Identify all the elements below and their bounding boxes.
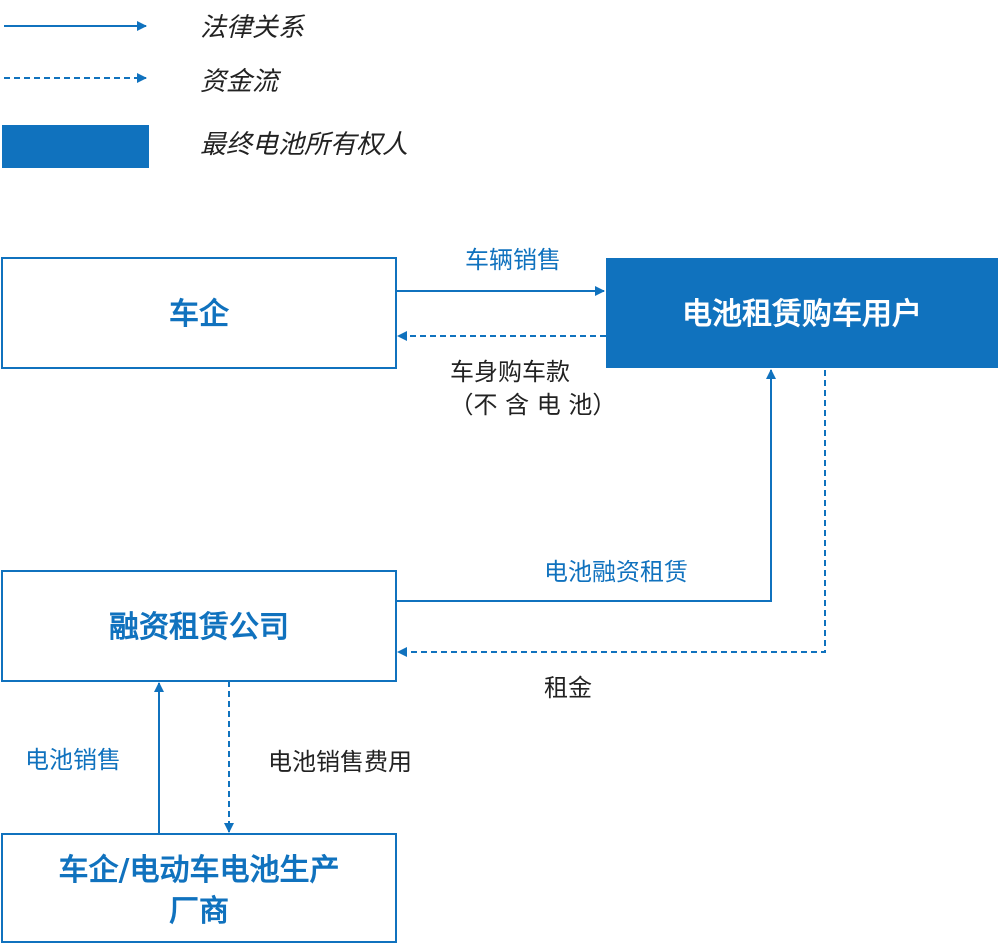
node-manufacturer-label-line2: 厂商 bbox=[169, 894, 229, 929]
node-finance-lease-company: 融资租赁公司 bbox=[1, 570, 397, 682]
node-manufacturer: 车企/电动车电池生产 厂商 bbox=[1, 833, 397, 943]
edge-battery-finance-lease bbox=[396, 369, 776, 602]
edge-battery-sales-label: 电池销售 bbox=[25, 746, 121, 774]
legend-legal-relation-label: 法律关系 bbox=[200, 13, 306, 43]
node-car-maker-label: 车企 bbox=[169, 297, 230, 332]
node-car-maker: 车企 bbox=[1, 257, 397, 369]
node-manufacturer-label-line1: 车企/电动车电池生产 bbox=[59, 853, 340, 888]
edge-body-payment-label-line1: 车身购车款 bbox=[450, 358, 570, 386]
legend-final-owner-label: 最终电池所有权人 bbox=[200, 130, 408, 160]
node-battery-lease-user-label: 电池租赁购车用户 bbox=[682, 297, 922, 332]
edge-rent-label: 租金 bbox=[544, 674, 592, 702]
legend-fund-flow-label: 资金流 bbox=[200, 67, 282, 97]
edge-battery-finance-lease-label: 电池融资租赁 bbox=[544, 558, 688, 586]
edge-body-payment-label-line2: （不 含 电 池） bbox=[450, 391, 617, 419]
edge-rent bbox=[397, 370, 826, 657]
legend: 法律关系 资金流 最终电池所有权人 bbox=[2, 13, 408, 168]
legend-owner-swatch bbox=[2, 125, 149, 168]
edge-battery-sales-fee-label: 电池销售费用 bbox=[268, 748, 412, 776]
node-battery-lease-user: 电池租赁购车用户 bbox=[606, 258, 998, 368]
edge-vehicle-sales-label: 车辆销售 bbox=[465, 246, 561, 274]
node-finance-lease-company-label: 融资租赁公司 bbox=[109, 610, 289, 645]
